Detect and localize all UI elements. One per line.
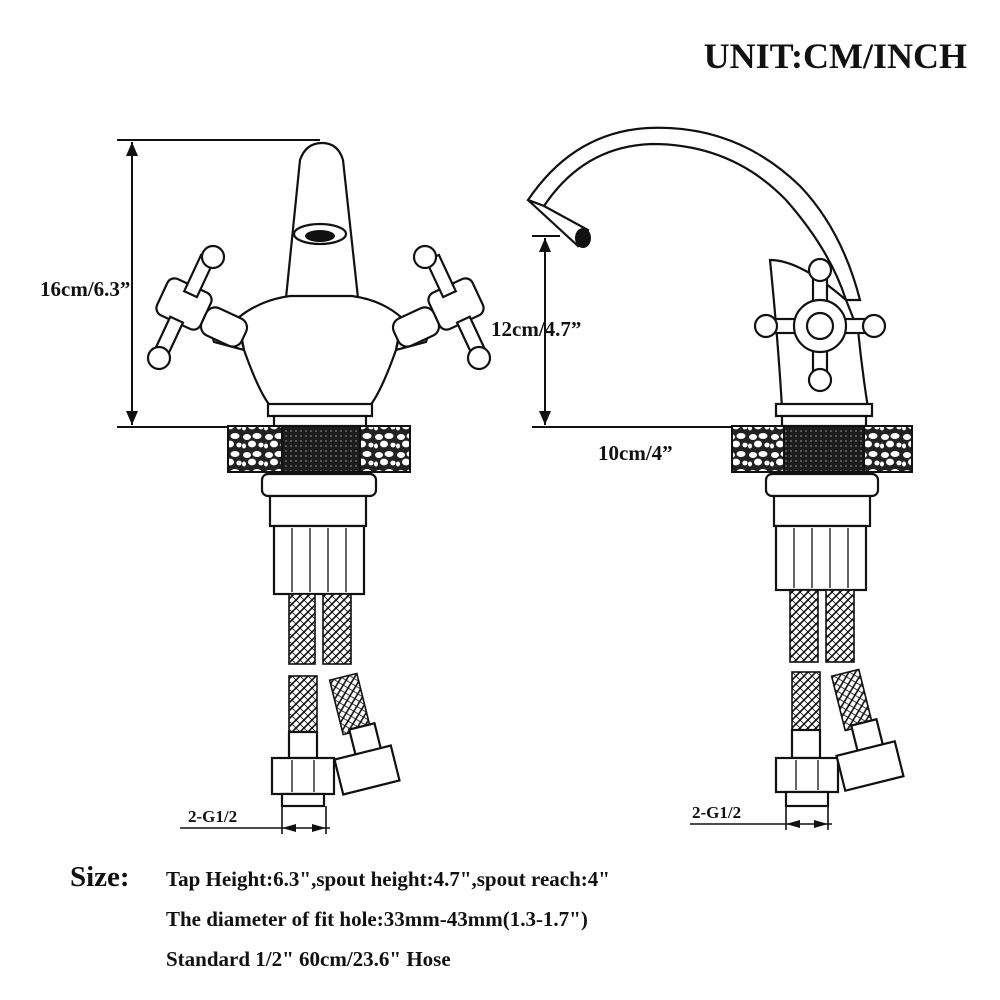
spout-reach-label: 10cm/4”: [598, 441, 673, 465]
side-mounting-nut: [774, 524, 868, 592]
side-countertop: [731, 425, 913, 473]
specs-block: Size: Tap Height:6.3",spout height:4.7",…: [70, 861, 610, 971]
front-thread-dimension-line: [180, 806, 330, 834]
side-view-faucet: 12cm/4.7” 10cm/4”: [491, 126, 913, 830]
side-hoses: [774, 589, 905, 808]
front-body: [236, 294, 404, 410]
spout-height-dimension-line: [532, 235, 732, 428]
front-countertop: [227, 425, 411, 473]
side-cross-handle: [753, 257, 887, 393]
front-thread-label: 2-G1/2: [188, 807, 237, 826]
side-spout: [526, 126, 862, 302]
unit-label: UNIT:CM/INCH: [704, 36, 967, 76]
front-view-faucet: 16cm/6.3”: [40, 139, 492, 834]
side-thread-label: 2-G1/2: [692, 803, 741, 822]
front-left-handle: [146, 244, 249, 371]
front-right-handle: [391, 244, 492, 371]
spout-height-label: 12cm/4.7”: [491, 317, 581, 341]
specs-line-1: Tap Height:6.3",spout height:4.7",spout …: [166, 867, 610, 891]
side-thread-dimension-line: [690, 806, 832, 830]
height-label: 16cm/6.3”: [40, 277, 130, 301]
front-spout: [284, 141, 360, 300]
specs-line-3: Standard 1/2" 60cm/23.6" Hose: [166, 947, 451, 971]
specs-heading: Size:: [70, 861, 130, 893]
front-mounting-nut: [272, 524, 366, 596]
front-hoses: [270, 593, 401, 808]
specs-line-2: The diameter of fit hole:33mm-43mm(1.3-1…: [166, 907, 588, 931]
